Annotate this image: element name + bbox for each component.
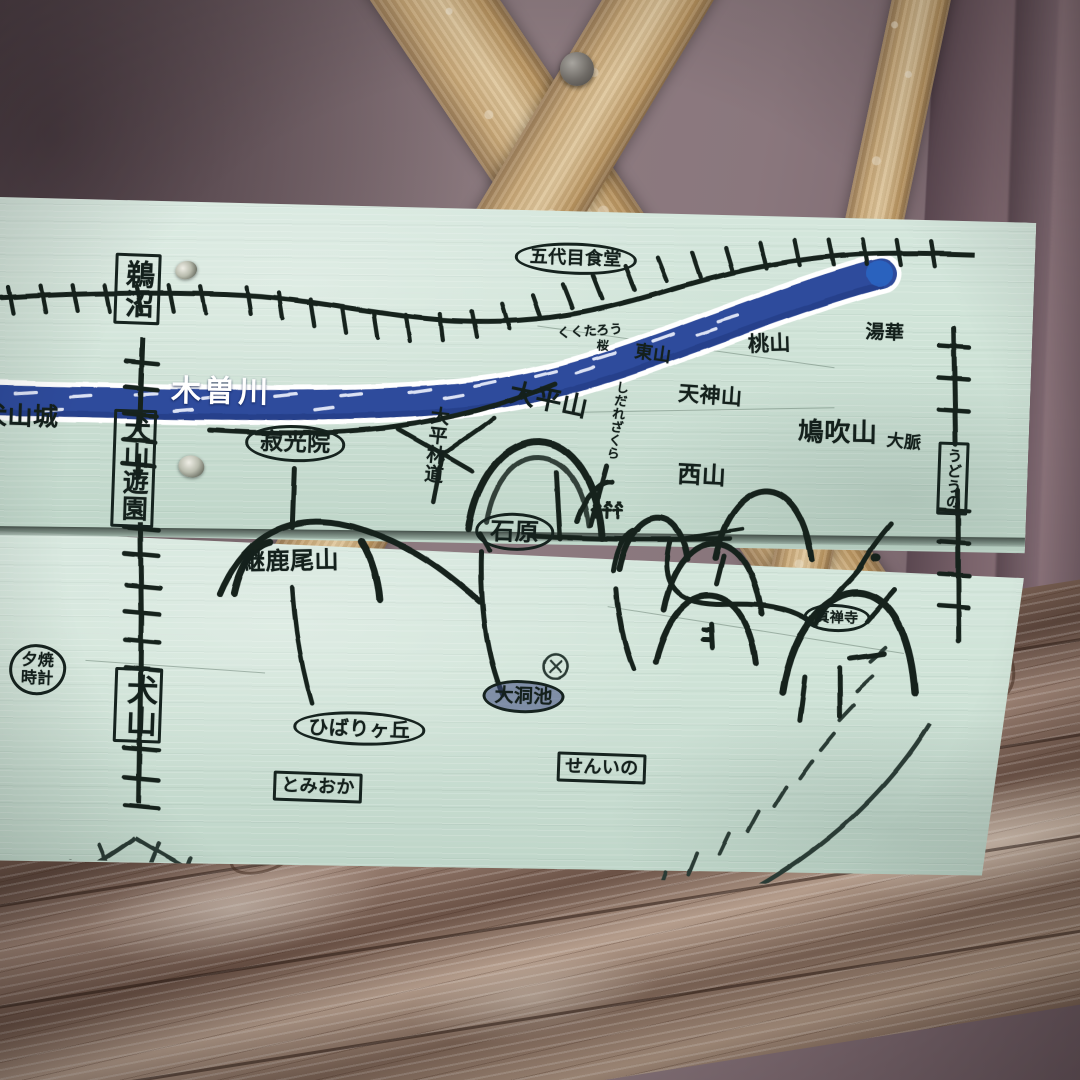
mountain-nishi-yama[interactable]: 西山 [676, 460, 728, 491]
annotation-yuba[interactable]: 湯華 [865, 320, 905, 345]
station-inuyama[interactable]: 犬山 [112, 666, 163, 744]
trail-map-sign-board[interactable]: 木曽川 鵜沼 犬山城 犬山遊園 犬山 とみおか せんいの うどうの 五代目食堂 … [0, 186, 1036, 892]
mountain-tsugao-yama[interactable]: 継鹿尾山 [240, 546, 340, 576]
sakura-tree-icon [590, 500, 624, 520]
rail-line-right-vertical [936, 325, 972, 643]
rail-line-north [0, 236, 976, 344]
kiso-river [0, 253, 902, 426]
trail-marker-circle [542, 653, 569, 680]
mountain-momo-yama[interactable]: 桃山 [747, 330, 792, 357]
tsugao-ridge [230, 537, 384, 604]
mountain-hatobuki-yama[interactable]: 鳩吹山 [797, 417, 878, 449]
station-inuyama-yuen[interactable]: 犬山遊園 [110, 408, 157, 529]
place-inuyama-castle[interactable]: 犬山城 [0, 400, 59, 432]
trail-network [207, 381, 864, 707]
station-unuma[interactable]: 鵜沼 [113, 252, 162, 326]
easel-bolt [560, 52, 594, 86]
yuba-marker [870, 553, 881, 562]
annotation-owaki[interactable]: 大脈 [885, 430, 923, 455]
river-name-label: 木曽川 [170, 373, 273, 411]
mountain-tenjin-yama[interactable]: 天神山 [677, 381, 744, 410]
rail-line-vertical [120, 337, 163, 811]
station-udono[interactable]: うどうの [936, 441, 970, 516]
station-tomioka[interactable]: とみおか [272, 770, 364, 805]
mountain-outlines [464, 438, 919, 724]
annotation-sakura[interactable]: 桜 [596, 338, 610, 353]
map-ink-layer [0, 236, 976, 893]
station-sensino[interactable]: せんいの [556, 751, 648, 785]
